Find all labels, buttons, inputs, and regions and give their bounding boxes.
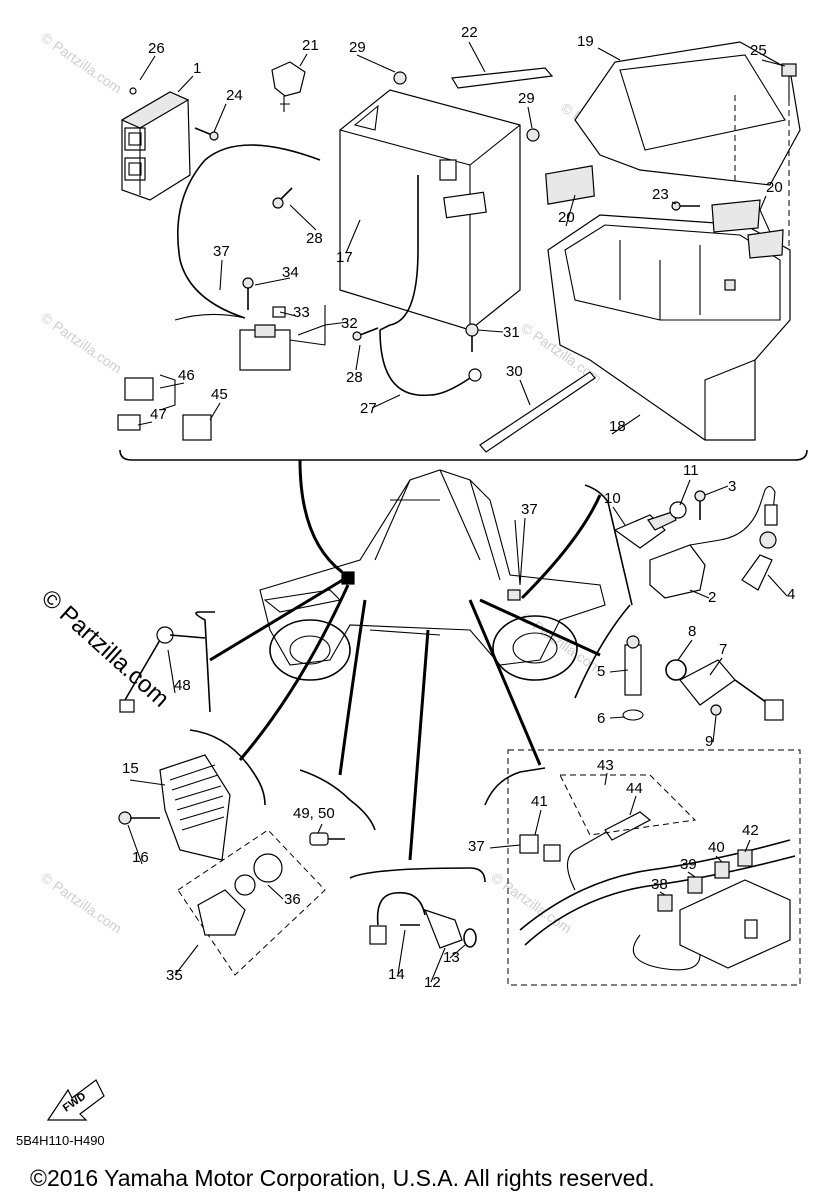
callout-14: 14 bbox=[388, 966, 405, 983]
callout-12: 12 bbox=[424, 974, 441, 991]
harness-part bbox=[519, 774, 796, 971]
callout-40: 40 bbox=[708, 839, 725, 856]
callout-28a: 28 bbox=[306, 230, 323, 247]
section-bracket bbox=[195, 611, 215, 713]
section-bracket bbox=[299, 769, 376, 831]
callout-21: 21 bbox=[302, 37, 319, 54]
callout-47: 47 bbox=[150, 406, 167, 423]
callout-26: 26 bbox=[148, 40, 165, 57]
callout-31: 31 bbox=[503, 324, 520, 341]
callout-5: 5 bbox=[597, 663, 605, 680]
callout-19: 19 bbox=[577, 33, 594, 50]
callout-10: 10 bbox=[604, 490, 621, 507]
section-bracket bbox=[349, 867, 486, 883]
switch-part bbox=[197, 853, 283, 936]
callout-28b: 28 bbox=[346, 369, 363, 386]
callout-32: 32 bbox=[341, 315, 358, 332]
callout-layer: 26 1 21 29 22 19 25 24 29 23 20 20 28 17… bbox=[122, 24, 795, 991]
callout-6: 6 bbox=[597, 710, 605, 727]
speed-sensor-part bbox=[369, 891, 477, 949]
callout-36: 36 bbox=[284, 891, 301, 908]
vehicle-illustration bbox=[259, 469, 606, 681]
callout-38: 38 bbox=[651, 876, 668, 893]
ecu-part bbox=[120, 87, 191, 201]
group-outline bbox=[507, 749, 801, 986]
callout-29b: 29 bbox=[518, 90, 535, 107]
callout-25: 25 bbox=[750, 42, 767, 59]
callout-37a: 37 bbox=[213, 243, 230, 260]
leader-lines bbox=[209, 459, 602, 861]
callout-48: 48 bbox=[174, 677, 191, 694]
watermark: © Partzilla.com bbox=[488, 869, 574, 936]
callout-23: 23 bbox=[652, 186, 669, 203]
callout-46: 46 bbox=[178, 367, 195, 384]
sensor-group bbox=[622, 635, 784, 721]
watermark: © Partzilla.com bbox=[38, 869, 124, 936]
callout-37b: 37 bbox=[521, 501, 538, 518]
callout-35: 35 bbox=[166, 967, 183, 984]
forward-arrow-icon: FWD bbox=[46, 1079, 105, 1121]
key-part bbox=[309, 832, 345, 846]
callout-41: 41 bbox=[531, 793, 548, 810]
section-bracket bbox=[584, 484, 633, 606]
callout-37c: 37 bbox=[468, 838, 485, 855]
section-bracket bbox=[119, 449, 808, 461]
diagram-code: 5B4H110-H490 bbox=[16, 1133, 105, 1148]
callout-29a: 29 bbox=[349, 39, 366, 56]
callout-45: 45 bbox=[211, 386, 228, 403]
copyright-notice: ©2016 Yamaha Motor Corporation, U.S.A. A… bbox=[30, 1165, 655, 1191]
watermark: © Partzilla.com bbox=[38, 29, 124, 96]
callout-24: 24 bbox=[226, 87, 243, 104]
callout-20a: 20 bbox=[558, 209, 575, 226]
callout-1: 1 bbox=[193, 60, 201, 77]
callout-4950: 49, 50 bbox=[293, 805, 335, 822]
section-bracket bbox=[574, 604, 631, 699]
callout-43: 43 bbox=[597, 757, 614, 774]
regulator-part bbox=[118, 754, 231, 861]
callout-9: 9 bbox=[705, 733, 713, 750]
ignition-group bbox=[613, 485, 778, 599]
callout-17: 17 bbox=[336, 249, 353, 266]
group-outline bbox=[177, 829, 326, 976]
callout-8: 8 bbox=[688, 623, 696, 640]
callout-15: 15 bbox=[122, 760, 139, 777]
callout-3: 3 bbox=[728, 478, 736, 495]
callout-18: 18 bbox=[609, 418, 626, 435]
section-bracket bbox=[484, 767, 546, 806]
callout-27: 27 bbox=[360, 400, 377, 417]
callout-16: 16 bbox=[132, 849, 149, 866]
callout-39: 39 bbox=[680, 856, 697, 873]
callout-11: 11 bbox=[683, 462, 699, 479]
callout-leaders bbox=[127, 41, 788, 983]
callout-7: 7 bbox=[719, 641, 727, 658]
callout-33: 33 bbox=[293, 304, 310, 321]
callout-30: 30 bbox=[506, 363, 523, 380]
section-bracket bbox=[189, 729, 266, 806]
battery-section bbox=[117, 41, 801, 453]
callout-42: 42 bbox=[742, 822, 759, 839]
callout-20b: 20 bbox=[766, 179, 783, 196]
sensor-48 bbox=[119, 626, 206, 713]
callout-4: 4 bbox=[787, 586, 795, 603]
watermark-large: © Partzilla.com bbox=[36, 584, 174, 712]
callout-2: 2 bbox=[708, 589, 716, 606]
callout-34: 34 bbox=[282, 264, 299, 281]
callout-22: 22 bbox=[461, 24, 478, 41]
watermark: © Partzilla.com bbox=[38, 309, 124, 376]
callout-44: 44 bbox=[626, 780, 643, 797]
